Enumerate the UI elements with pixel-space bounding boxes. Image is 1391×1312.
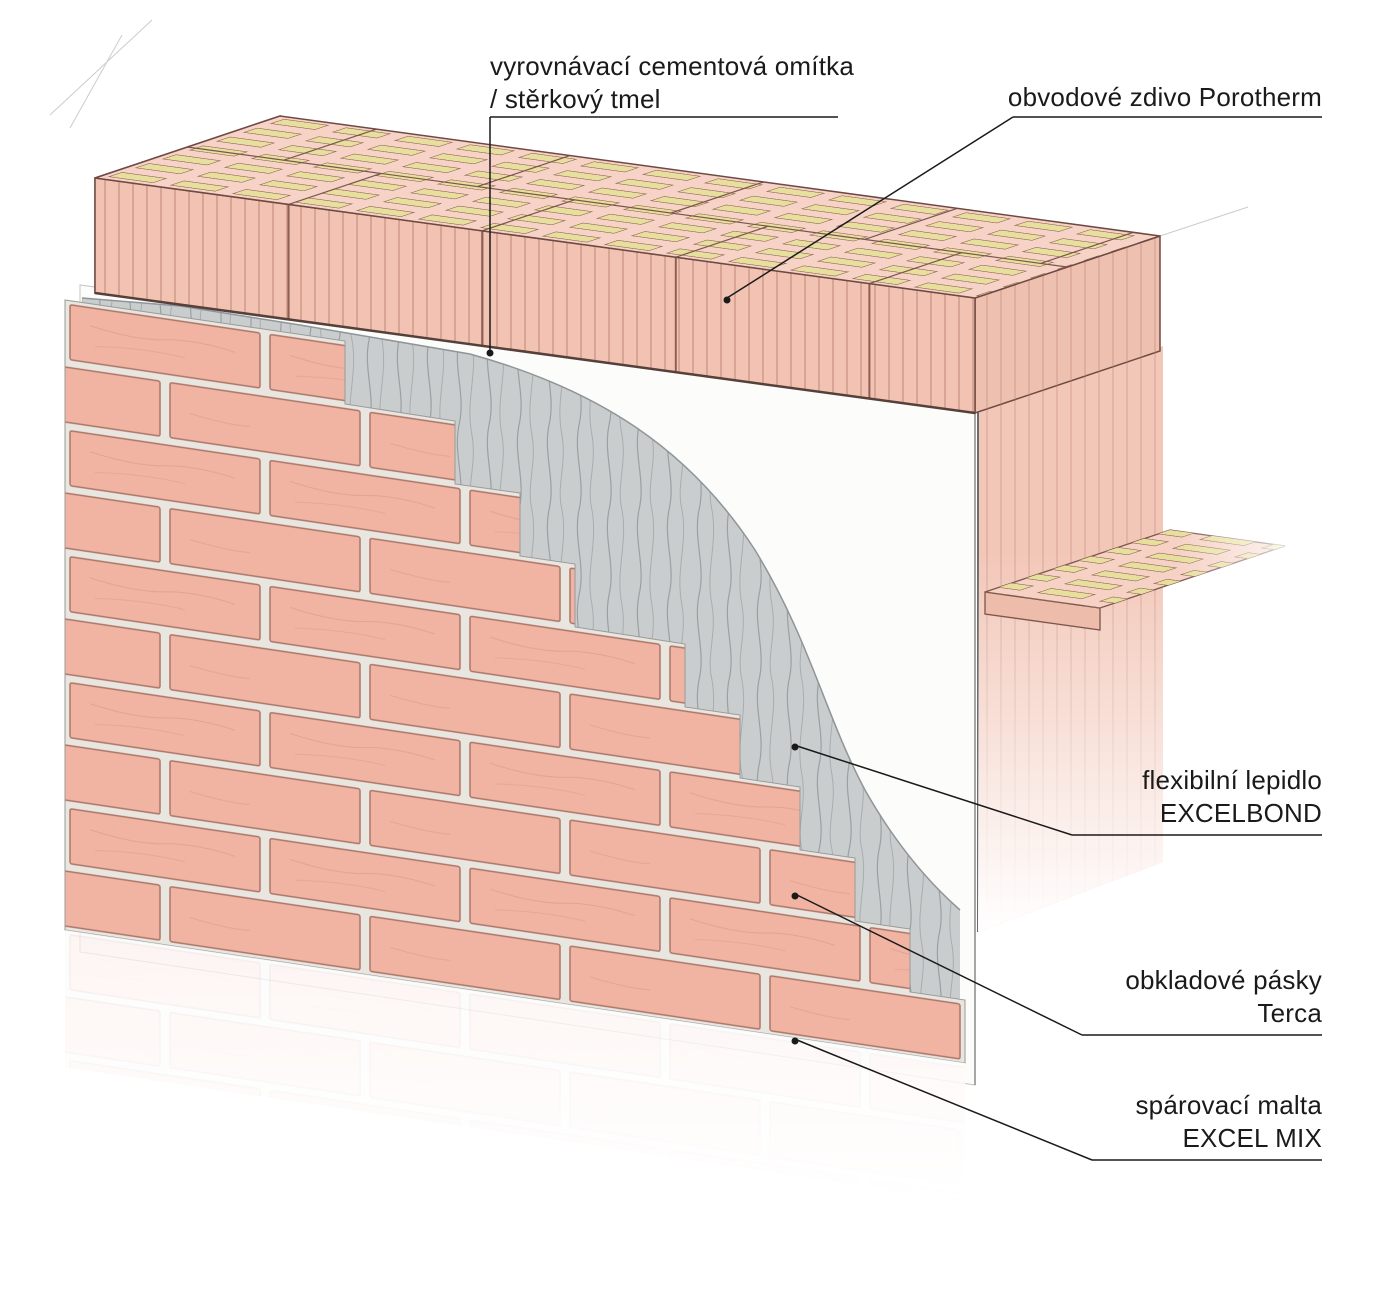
label-masonry: obvodové zdivo Porotherm [1008, 81, 1322, 114]
label-cladding-line1: obkladové pásky [1125, 965, 1322, 995]
brick-cladding [64, 299, 966, 1064]
label-cladding-dot [791, 892, 799, 900]
label-cladding-leader [796, 894, 1083, 1036]
label-plaster-line1: vyrovnávací cementová omítka [490, 51, 854, 81]
label-mortar: spárovací malta EXCEL MIX [1135, 1089, 1322, 1155]
label-plaster: vyrovnávací cementová omítka / stěrkový … [490, 50, 854, 116]
brick-cladding-area [64, 299, 966, 1064]
label-mortar-dot [791, 1037, 799, 1045]
label-adhesive: flexibilní lepidlo EXCELBOND [1142, 764, 1322, 830]
porotherm-side-wall [977, 346, 1163, 932]
label-plaster-line2: / stěrkový tmel [490, 84, 661, 114]
annotation-dots [486, 296, 799, 1045]
label-adhesive-leader [796, 745, 1073, 836]
label-adhesive-line2: EXCELBOND [1159, 798, 1322, 828]
label-mortar-line1: spárovací malta [1135, 1090, 1322, 1120]
label-masonry-line1: obvodové zdivo Porotherm [1007, 82, 1322, 112]
label-adhesive-line1: flexibilní lepidlo [1142, 765, 1322, 795]
label-plaster-dot [486, 349, 494, 357]
label-mortar-line2: EXCEL MIX [1182, 1123, 1322, 1153]
label-adhesive-dot [791, 743, 799, 751]
label-cladding: obkladové pásky Terca [1125, 964, 1322, 1030]
label-mortar-leader [796, 1039, 1093, 1161]
annotation-lines [489, 116, 1322, 1161]
porotherm-top-course [94, 114, 1161, 415]
label-masonry-leader [726, 116, 1014, 299]
sketch-guide-lines [49, 19, 1249, 237]
brick-reflection-fade [65, 930, 965, 1200]
label-masonry-dot [723, 296, 731, 304]
porotherm-ledge [984, 495, 1325, 660]
label-cladding-line2: Terca [1257, 998, 1322, 1028]
